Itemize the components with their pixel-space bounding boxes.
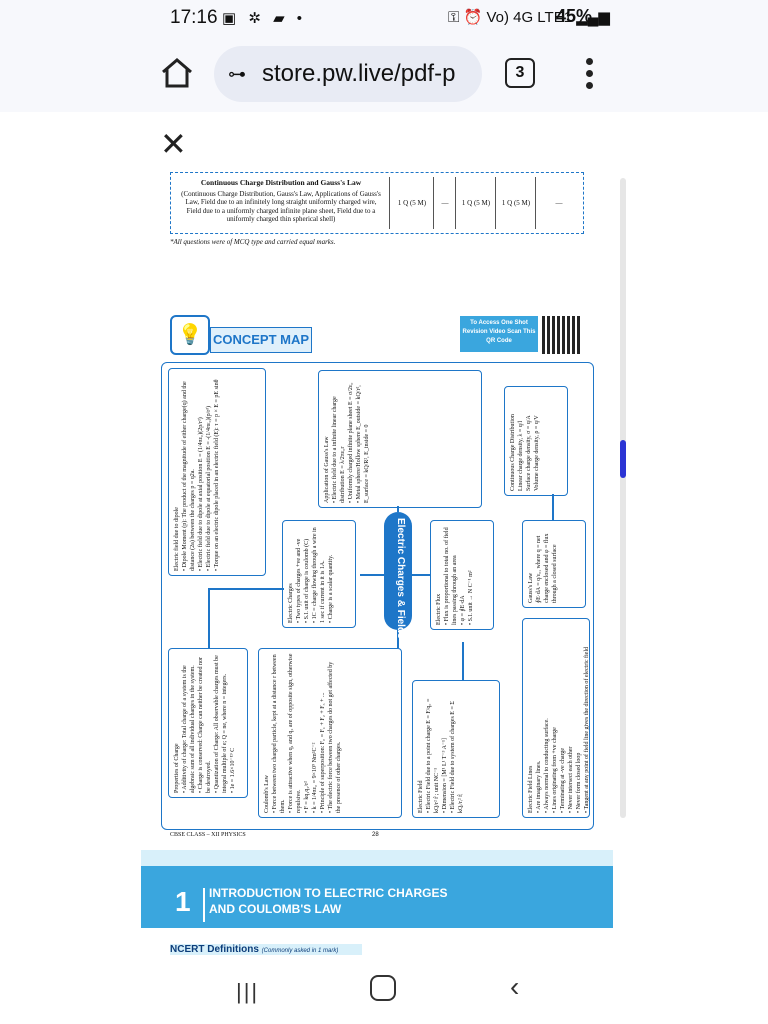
box-electric-flux: Electric Flux • Flux is proportional to … bbox=[430, 520, 494, 630]
connector bbox=[208, 588, 284, 590]
system-nav-bar: ||| ‹ bbox=[0, 955, 768, 1024]
status-time: 17:16 bbox=[170, 7, 218, 28]
home-nav-icon[interactable] bbox=[370, 975, 396, 1001]
page-divider bbox=[141, 850, 613, 866]
table-cell: — bbox=[535, 177, 582, 229]
scrollbar-track[interactable] bbox=[620, 178, 626, 818]
status-bar: 17:16 ▣ ✲ ▰ • ⚿ ⏰ Vo) 4G LTE1 ▂▄▆ 45% bbox=[0, 0, 768, 38]
center-node: Electric Charges & Fields bbox=[384, 512, 412, 639]
connector bbox=[552, 494, 554, 520]
battery-level: 45% bbox=[556, 6, 593, 26]
home-icon[interactable] bbox=[160, 56, 194, 90]
lightbulb-icon: 💡 bbox=[170, 315, 210, 355]
notification-icons: ▣ ✲ ▰ • bbox=[222, 10, 307, 27]
page-footer-title: CBSE CLASS – XII PHYSICS bbox=[170, 832, 246, 838]
box-electric-charges: Electric Charges • Two types of charges … bbox=[282, 520, 356, 628]
tab-switcher-button[interactable]: 3 bbox=[505, 58, 535, 88]
connector bbox=[462, 642, 464, 680]
box-coulombs-law: Coulomb's Law • Force between two charge… bbox=[258, 648, 402, 818]
table-cell: 1 Q (5 M) bbox=[455, 177, 496, 229]
qr-code-icon bbox=[542, 316, 580, 354]
chapter-banner: 1 INTRODUCTION TO ELECTRIC CHARGES AND C… bbox=[141, 866, 613, 928]
box-continuous-distribution: Continuous Charge Distribution Linear ch… bbox=[504, 386, 568, 496]
connector bbox=[360, 574, 384, 576]
url-text: store.pw.live/pdf-p bbox=[262, 60, 456, 87]
close-icon[interactable]: ✕ bbox=[160, 126, 187, 162]
connector bbox=[208, 588, 210, 648]
chapter-title-line1: INTRODUCTION TO ELECTRIC CHARGES bbox=[209, 886, 448, 900]
connector bbox=[397, 506, 399, 512]
concept-map-frame bbox=[161, 362, 594, 830]
table-note: *All questions were of MCQ type and carr… bbox=[170, 238, 336, 246]
box-gauss-law: Gauss's Law ∮E·dA = q/ε₀, where q = net … bbox=[522, 520, 586, 608]
table-cell: 1 Q (5 M) bbox=[495, 177, 536, 229]
signal-indicator: ⚿ ⏰ Vo) 4G LTE1 ▂▄▆ bbox=[448, 9, 610, 26]
weightage-table: Continuous Charge Distribution and Gauss… bbox=[170, 172, 584, 234]
table-cell: — bbox=[433, 177, 456, 229]
scrollbar-thumb[interactable] bbox=[620, 440, 626, 478]
table-topic: Continuous Charge Distribution and Gauss… bbox=[181, 178, 381, 223]
box-dipole: Electric field due to dipole • Dipole Mo… bbox=[168, 368, 266, 576]
browser-toolbar: ⊶ store.pw.live/pdf-p 3 bbox=[0, 38, 768, 112]
recents-icon[interactable]: ||| bbox=[236, 979, 260, 1004]
table-cell: 1 Q (5 M) bbox=[389, 177, 434, 229]
box-electric-field: Electric Field • Electric Field due to a… bbox=[412, 680, 500, 818]
connector bbox=[412, 574, 430, 576]
back-icon[interactable]: ‹ bbox=[510, 971, 520, 1002]
box-properties-of-charge: Properties of Charge • Additivity of cha… bbox=[168, 648, 248, 798]
connector bbox=[397, 630, 399, 648]
concept-map-title: CONCEPT MAP bbox=[210, 327, 312, 353]
address-bar[interactable]: ⊶ store.pw.live/pdf-p bbox=[214, 46, 482, 102]
box-field-lines: Electric Field Lines • Are imaginary lin… bbox=[522, 618, 590, 818]
ncert-heading: NCERT Definitions (Commonly asked in 1 m… bbox=[170, 944, 362, 955]
qr-caption: To Access One Shot Revision Video Scan T… bbox=[460, 316, 538, 352]
chapter-title-line2: AND COULOMB'S LAW bbox=[209, 902, 342, 916]
page-number: 28 bbox=[372, 832, 379, 838]
menu-icon[interactable] bbox=[586, 58, 596, 94]
chapter-number: 1 bbox=[175, 886, 191, 917]
site-settings-icon[interactable]: ⊶ bbox=[228, 64, 246, 84]
box-gauss-application: Application of Gauss's Law • Electric fi… bbox=[318, 370, 482, 508]
